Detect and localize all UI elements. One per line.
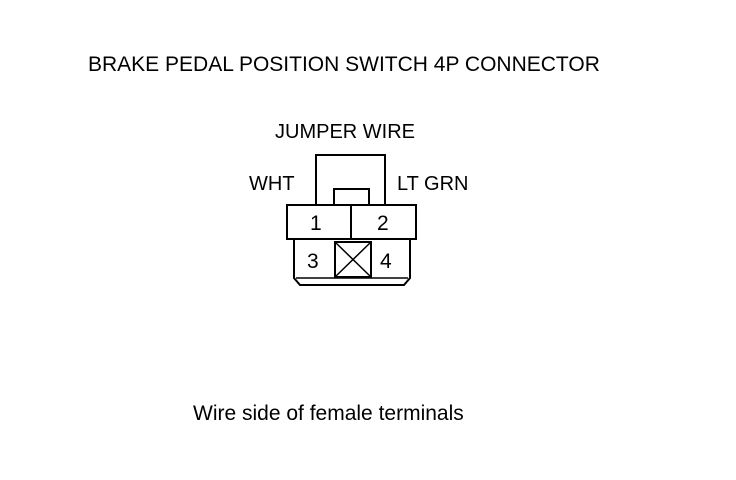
- connector-lower-row: [293, 239, 411, 286]
- terminal-2-label: 2: [377, 212, 389, 235]
- terminal-1-label: 1: [310, 212, 322, 235]
- jumper-wire: [315, 154, 386, 205]
- wire-color-right-label: LT GRN: [397, 173, 469, 195]
- diagram-title: BRAKE PEDAL POSITION SWITCH 4P CONNECTOR: [88, 53, 600, 76]
- diagram-caption: Wire side of female terminals: [193, 402, 464, 425]
- empty-cavity: [334, 241, 372, 278]
- wire-color-left-label: WHT: [249, 173, 295, 195]
- connector-lock-tab: [333, 188, 370, 205]
- terminal-4-label: 4: [380, 250, 392, 273]
- jumper-wire-label: JUMPER WIRE: [275, 121, 415, 143]
- terminal-3-label: 3: [307, 250, 319, 273]
- empty-cavity-cross-b: [334, 241, 372, 278]
